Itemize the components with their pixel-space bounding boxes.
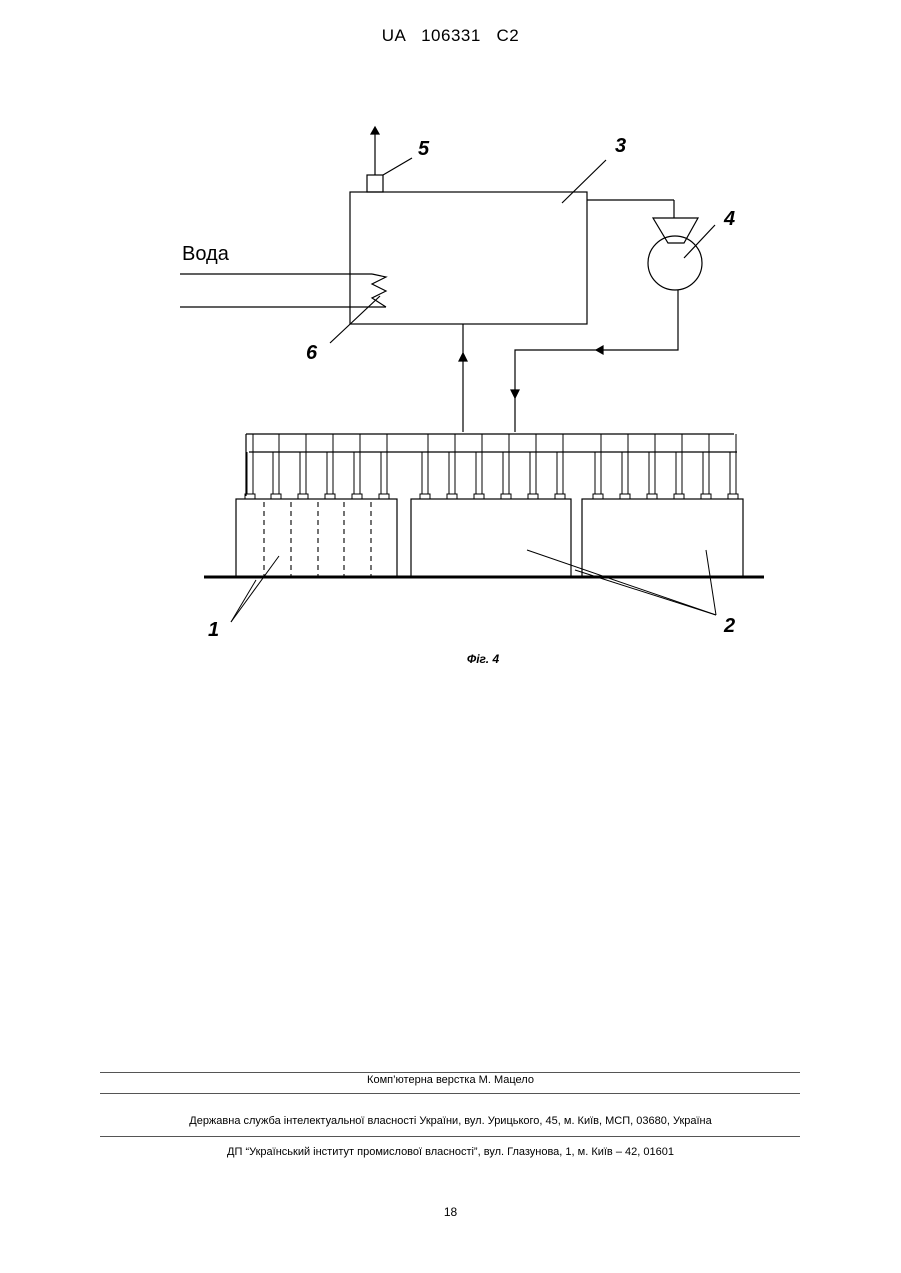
pump-4 (648, 236, 702, 290)
tube (420, 434, 430, 499)
tube (352, 434, 362, 499)
footer-rule-3 (100, 1136, 800, 1137)
tube (325, 434, 335, 499)
valve-5 (367, 175, 383, 192)
tube (728, 434, 738, 499)
figure-caption: Фіг. 4 (0, 652, 901, 666)
label-1: 1 (208, 619, 219, 641)
institute-address: ДП “Український інститут промислової вла… (0, 1146, 901, 1158)
label-5: 5 (418, 138, 430, 160)
label-4: 4 (723, 208, 735, 230)
label-6: 6 (306, 342, 318, 364)
tube (593, 434, 603, 499)
tube (271, 434, 281, 499)
label-3: 3 (615, 135, 626, 157)
tube (647, 434, 657, 499)
pump-4-inlet (653, 218, 698, 243)
tube (379, 434, 389, 499)
tube (674, 434, 684, 499)
water-label: Вода (182, 243, 230, 265)
tube (501, 434, 511, 499)
cell-block-2a (411, 499, 571, 577)
cell-block-1 (236, 499, 397, 577)
footer-rule-1 (100, 1072, 800, 1073)
footer-rule-2 (100, 1093, 800, 1094)
layout-credit: Комп’ютерна верстка М. Мацело (0, 1074, 901, 1086)
tube (528, 434, 538, 499)
office-address: Державна служба інтелектуальної власност… (0, 1115, 901, 1127)
tube (474, 434, 484, 499)
tube (447, 434, 457, 499)
tube (701, 434, 711, 499)
label-2: 2 (723, 615, 735, 637)
tube (620, 434, 630, 499)
figure-4-diagram: 5 3 4 6 1 2 Вода (0, 0, 901, 700)
tank-3 (350, 192, 587, 324)
cell-block-2b (582, 499, 743, 577)
tube (298, 434, 308, 499)
page-number: 18 (0, 1205, 901, 1219)
tube (555, 434, 565, 499)
